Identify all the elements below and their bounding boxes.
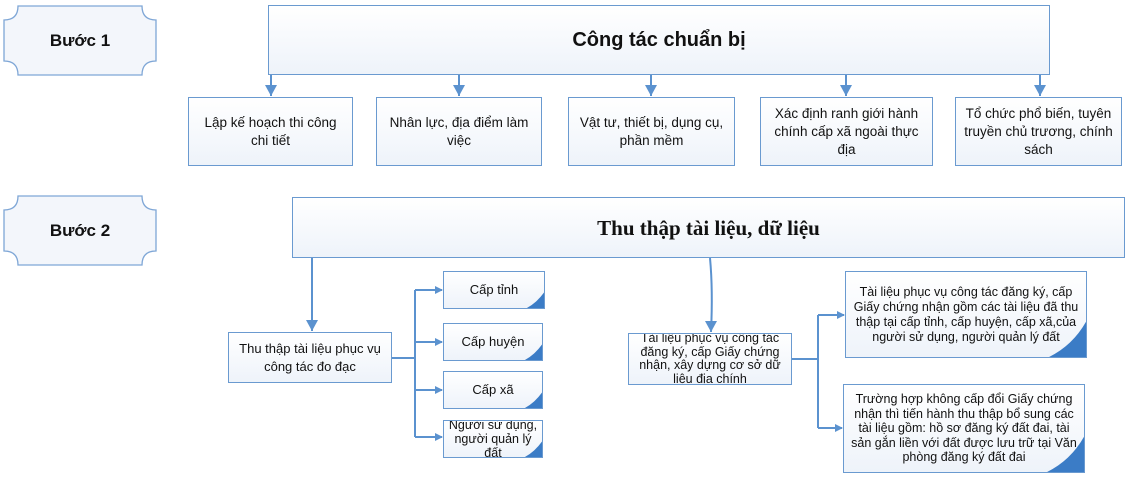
page-fold-icon	[1046, 436, 1084, 472]
survey-item-label: Cấp huyện	[461, 334, 525, 349]
step-1-label: Bước 1	[49, 30, 111, 50]
step-label-shape-1	[3, 5, 157, 76]
registration-item-label: Tài liệu phục vụ công tác đăng ký, cấp G…	[853, 284, 1079, 344]
survey-item-label: Cấp tỉnh	[469, 282, 519, 297]
page-fold-icon	[1048, 321, 1086, 357]
survey-item-commune: Cấp xã	[443, 371, 543, 409]
survey-item-label: Người sử dụng, người quản lý đất	[448, 420, 538, 458]
registration-item-supplement: Trường hợp không cấp đổi Giấy chứng nhận…	[843, 384, 1085, 473]
survey-item-province: Cấp tỉnh	[443, 271, 545, 309]
page-fold-icon	[524, 392, 542, 408]
step-1-item-1: Lập kế hoạch thi công chi tiết	[188, 97, 353, 166]
step-1-title: Công tác chuẩn bị	[268, 5, 1050, 75]
registration-item-label: Trường hợp không cấp đổi Giấy chứng nhận…	[851, 392, 1077, 465]
step-1-item-3: Vật tư, thiết bị, dụng cụ, phần mềm	[568, 97, 735, 166]
page-fold-icon	[526, 292, 544, 308]
page-fold-icon	[524, 344, 542, 360]
survey-item-district: Cấp huyện	[443, 323, 543, 361]
registration-docs-box: Tài liệu phục vụ công tác đăng ký, cấp G…	[628, 333, 792, 385]
step-label-shape-2	[3, 195, 157, 266]
survey-docs-box: Thu thập tài liệu phục vụ công tác đo đạ…	[228, 332, 392, 383]
step-1-item-4: Xác định ranh giới hành chính cấp xã ngo…	[760, 97, 933, 166]
registration-item-collected: Tài liệu phục vụ công tác đăng ký, cấp G…	[845, 271, 1087, 358]
step-1-item-2: Nhân lực, địa điểm làm việc	[376, 97, 542, 166]
step-1-item-5: Tổ chức phổ biến, tuyên truyền chủ trươn…	[955, 97, 1122, 166]
survey-item-land-users: Người sử dụng, người quản lý đất	[443, 420, 543, 458]
step-2-label: Bước 2	[49, 220, 111, 240]
page-fold-icon	[524, 441, 542, 457]
survey-item-label: Cấp xã	[472, 382, 514, 397]
step-2-title: Thu thập tài liệu, dữ liệu	[292, 197, 1125, 258]
